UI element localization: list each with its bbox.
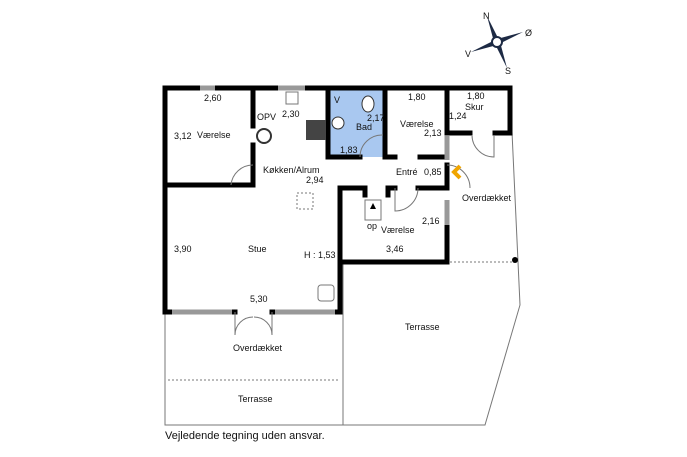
room1-width: 2,60 <box>204 93 222 103</box>
sink-icon <box>285 91 299 105</box>
kitchen-label: Køkken/Alrum <box>263 165 320 175</box>
entre-label: Entré <box>396 167 418 177</box>
covered-bottom-label: Overdækket <box>233 343 283 353</box>
stairs-label: op <box>367 221 377 231</box>
stove-corner-icon <box>317 284 335 302</box>
room3-height: 2,16 <box>422 216 440 226</box>
toilet-icon <box>361 95 375 113</box>
compass-o: Ø <box>525 28 532 38</box>
hatch-icon <box>296 192 314 210</box>
skur-width: 1,80 <box>467 91 485 101</box>
bad-dim-b: 1,83 <box>340 145 358 155</box>
entre-dim: 0,85 <box>424 167 442 177</box>
stairs-icon <box>364 199 382 221</box>
opv-label: OPV <box>257 112 276 122</box>
stue-ceiling-height: H : 1,53 <box>304 250 336 260</box>
bad-dim-a: 2,17 <box>367 113 385 123</box>
disclaimer-caption: Vejledende tegning uden ansvar. <box>165 430 325 442</box>
compass-n: N <box>483 11 490 21</box>
stairs-arrow-icon <box>370 203 376 209</box>
room2-height: 2,13 <box>424 128 442 138</box>
compass-icon <box>471 16 523 68</box>
room1-label: Værelse <box>197 130 231 140</box>
stue-width: 5,30 <box>250 294 268 304</box>
doors <box>230 134 495 336</box>
stue-height: 3,90 <box>174 244 192 254</box>
stove-icon <box>306 120 326 140</box>
bad-v-label: V <box>334 95 340 105</box>
terrace-outline <box>164 131 521 426</box>
fan-icon <box>256 128 272 144</box>
entrance-arrow-icon <box>451 164 462 180</box>
skur-height: 1,24 <box>449 111 467 121</box>
room2-label: Værelse <box>400 119 434 129</box>
terrace-right-label: Terrasse <box>405 322 440 332</box>
room3-width: 3,46 <box>386 244 404 254</box>
bad-label: Bad <box>356 122 372 132</box>
basin-icon <box>331 116 345 130</box>
compass-s: S <box>505 66 511 76</box>
walls <box>162 85 513 315</box>
windows <box>172 85 450 315</box>
stue-label: Stue <box>248 244 267 254</box>
kitchen-dim-a: 2,30 <box>282 109 300 119</box>
skur-label: Skur <box>465 102 484 112</box>
terrace-bottom-label: Terrasse <box>238 394 273 404</box>
compass-v: V <box>465 49 471 59</box>
post-marker <box>512 257 518 263</box>
room2-width: 1,80 <box>408 92 426 102</box>
kitchen-dim-b: 2,94 <box>306 175 324 185</box>
covered-right-label: Overdækket <box>462 193 512 203</box>
room1-height: 3,12 <box>174 131 192 141</box>
room3-label: Værelse <box>381 225 415 235</box>
